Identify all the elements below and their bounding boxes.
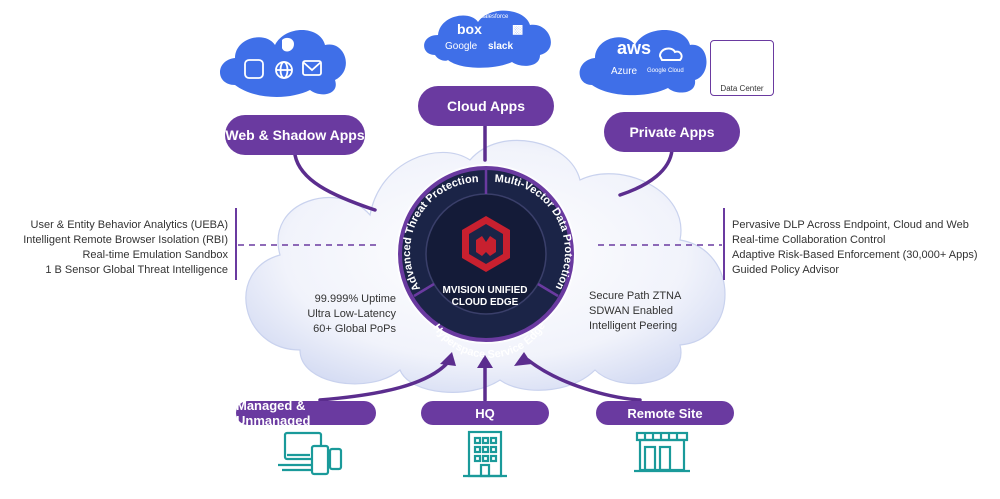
devices-icon [278,431,343,476]
inner-right-item: Secure Path ZTNA [589,290,682,302]
left-feature-item: Real-time Emulation Sandbox [82,249,228,261]
private-apps-pill[interactable]: Private Apps [604,112,740,152]
inner-right-item: SDWAN Enabled [589,305,673,317]
aws-logo: aws [617,38,652,58]
inner-right-list: Secure Path ZTNA SDWAN Enabled Intellige… [589,289,699,334]
right-feature-item: Pervasive DLP Across Endpoint, Cloud and… [732,219,969,231]
office-icon: ▩ [512,22,524,36]
remote-site-pill[interactable]: Remote Site [596,401,734,425]
core-title: MVISION UNIFIED CLOUD EDGE [430,285,540,309]
box-logo: box [457,21,482,37]
right-feature-item: Adaptive Risk-Based Enforcement (30,000+… [732,249,978,261]
left-feature-list: User & Entity Behavior Analytics (UEBA) … [20,218,228,278]
inner-left-list: 99.999% Uptime Ultra Low-Latency 60+ Glo… [290,292,396,337]
left-feature-item: 1 B Sensor Global Threat Intelligence [45,264,228,276]
salesforce-logo: salesforce [481,14,509,20]
managed-unmanaged-pill[interactable]: Managed & Unmanaged [236,398,376,428]
data-center-label: Data Center [720,84,764,93]
cloud-private-apps [579,30,707,96]
inner-right-item: Intelligent Peering [589,320,678,332]
google-logo: Google [445,41,478,52]
cloud-saas-apps [424,10,551,68]
inner-left-item: Ultra Low-Latency [307,308,396,320]
data-center-box: Data Center [710,40,774,96]
icloud-icon [244,59,264,79]
connectors [293,122,674,212]
left-feature-item: User & Entity Behavior Analytics (UEBA) [30,219,228,231]
storefront-icon [634,431,690,473]
inbound-arrows [318,358,642,402]
web-shadow-apps-pill[interactable]: Web & Shadow Apps [225,115,365,155]
inner-left-item: 60+ Global PoPs [313,323,396,335]
brand-logo [462,216,510,272]
cloud-web-icons [244,59,322,79]
azure-logo: Azure [611,66,638,77]
right-feature-list: Pervasive DLP Across Endpoint, Cloud and… [732,218,994,278]
slack-logo: slack [488,41,514,52]
hq-pill[interactable]: HQ [421,401,549,425]
google-cloud-icon [658,47,683,61]
right-feature-item: Guided Policy Advisor [732,264,839,276]
google-cloud-logo: Google Cloud [647,68,684,74]
office-building-icon [463,430,507,478]
evernote-icon [282,37,294,52]
mail-icon [302,60,322,76]
right-feature-item: Real-time Collaboration Control [732,234,886,246]
arrow-heads [440,352,532,368]
inner-left-item: 99.999% Uptime [314,293,396,305]
core-title-line1: MVISION UNIFIED [442,285,528,296]
core-title-line2: CLOUD EDGE [451,297,519,308]
cloud-apps-pill[interactable]: Cloud Apps [418,86,554,126]
left-feature-item: Intelligent Remote Browser Isolation (RB… [23,234,228,246]
